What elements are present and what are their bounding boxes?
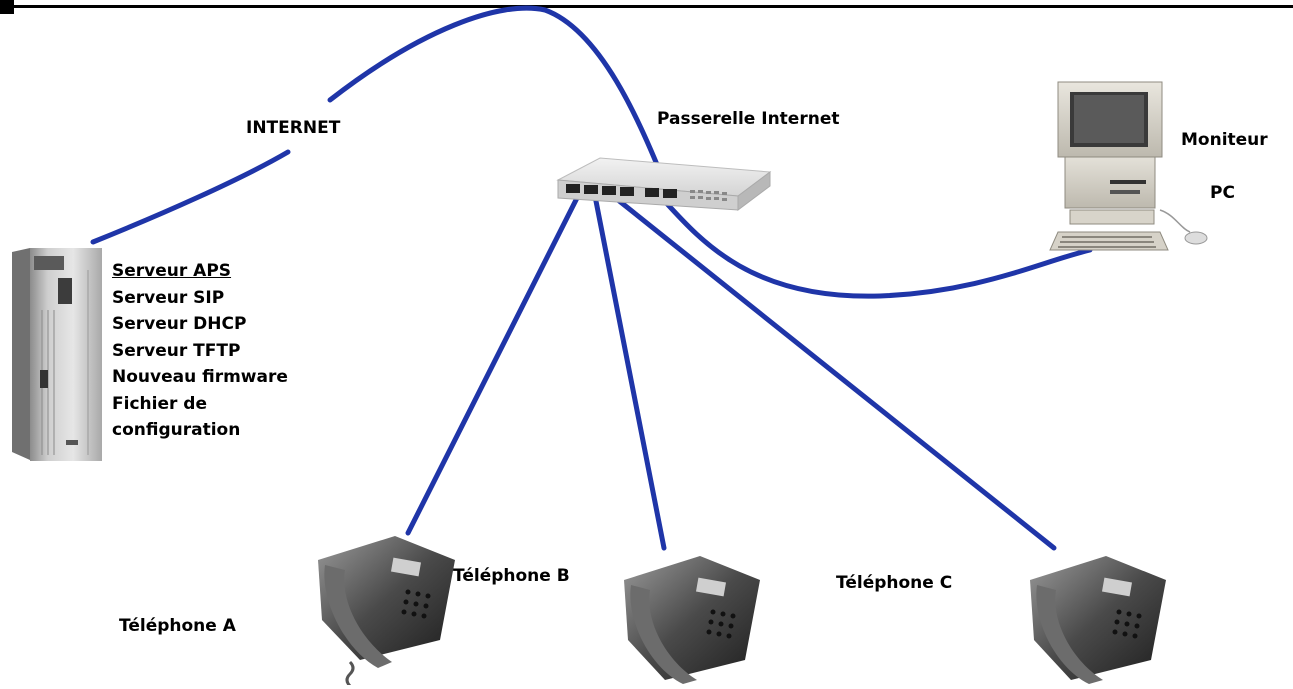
gateway-label: Passerelle Internet xyxy=(657,109,840,129)
pc-icon xyxy=(1049,81,1208,251)
server-icon xyxy=(12,248,102,461)
internet-cable xyxy=(90,149,291,245)
server-item: Serveur APS xyxy=(112,261,232,281)
pc-label: PC xyxy=(1210,183,1235,203)
server-item: Nouveau firmware xyxy=(112,367,288,387)
phone-b-cable xyxy=(592,193,667,551)
gateway-switch-icon xyxy=(556,157,772,211)
phone-b-icon xyxy=(624,556,760,684)
phone-a-icon xyxy=(318,536,455,688)
phone-c-label: Téléphone C xyxy=(836,573,953,593)
server-function-list: Serveur APS Serveur SIP Serveur DHCP Ser… xyxy=(112,258,288,444)
phone-c-icon xyxy=(1030,556,1166,684)
monitor-label: Moniteur xyxy=(1181,130,1268,150)
server-item: Serveur SIP xyxy=(112,287,225,308)
phone-a-label: Téléphone A xyxy=(119,616,236,636)
cables xyxy=(90,5,1093,551)
server-item: Serveur DHCP xyxy=(112,314,247,334)
phone-c-cable xyxy=(610,193,1057,551)
phone-a-cable xyxy=(405,193,581,536)
server-item: Serveur TFTP xyxy=(112,340,241,361)
internet-cable-upper xyxy=(327,5,671,195)
pc-cable xyxy=(657,193,1093,299)
internet-label: INTERNET xyxy=(246,118,341,138)
phone-b-label: Téléphone B xyxy=(453,566,570,586)
server-item: configuration xyxy=(112,420,241,440)
server-item: Fichier de xyxy=(112,393,207,414)
top-rule xyxy=(0,5,1293,8)
